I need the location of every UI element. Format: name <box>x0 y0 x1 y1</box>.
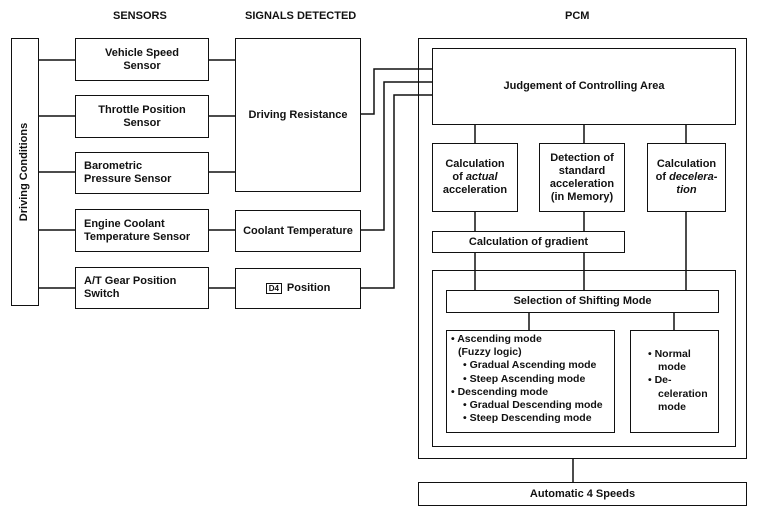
shifting-mode-frame <box>432 270 736 447</box>
ascending-descending-modes-list: • Ascending mode (Fuzzy logic) • Gradual… <box>451 333 603 425</box>
pcm-frame <box>418 38 747 459</box>
automatic-4-speeds-box: Automatic 4 Speeds <box>418 482 747 506</box>
selection-shifting-mode-box: Selection of Shifting Mode <box>446 290 719 313</box>
calculation-deceleration-box: Calculation of decelera- tion <box>647 143 726 212</box>
sensors-header: SENSORS <box>113 10 167 22</box>
normal-deceleration-modes-list: • Normal mode • De- celeration mode <box>648 348 708 413</box>
driving-conditions-label: Driving Conditions <box>18 122 31 222</box>
calculation-gradient-box: Calculation of gradient <box>432 231 625 253</box>
ascending-descending-modes-box <box>446 330 615 433</box>
driving-resistance-box: Driving Resistance <box>235 38 361 192</box>
driving-conditions-box <box>11 38 39 306</box>
calculation-actual-acceleration-box: Calculation of actual acceleration <box>432 143 518 212</box>
detection-standard-acceleration-box: Detection of standard acceleration (in M… <box>539 143 625 212</box>
normal-deceleration-modes-box <box>630 330 719 433</box>
judgement-box: Judgement of Controlling Area <box>432 48 736 125</box>
coolant-temperature-box: Coolant Temperature <box>235 210 361 252</box>
pcm-header: PCM <box>565 10 590 22</box>
d4-symbol: D4 <box>265 283 282 294</box>
signals-detected-header: SIGNALS DETECTED <box>245 10 357 22</box>
